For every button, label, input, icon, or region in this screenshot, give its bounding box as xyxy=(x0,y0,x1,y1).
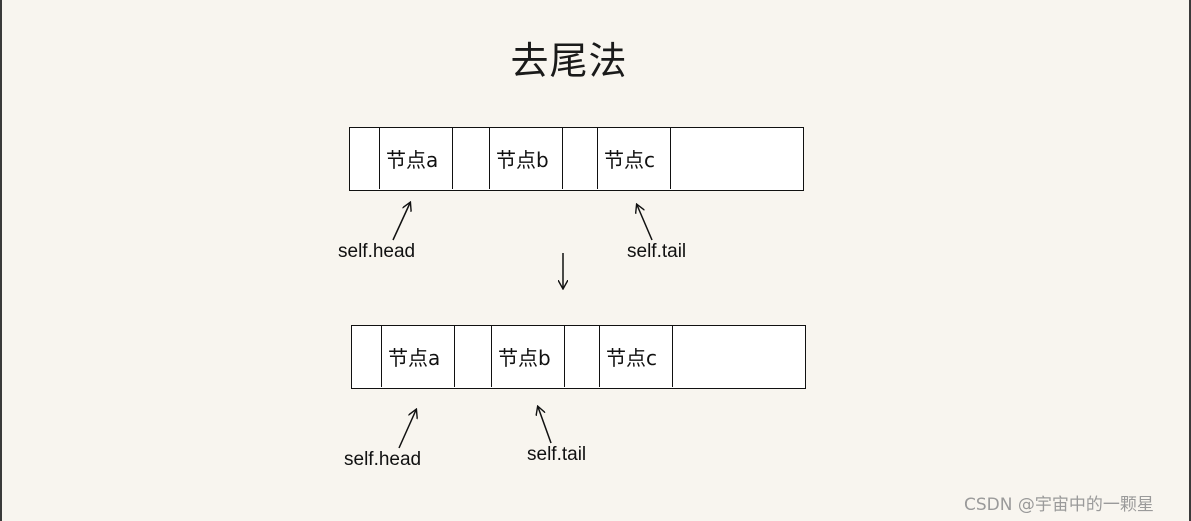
node-b-before: 节点b xyxy=(489,128,563,189)
node-c-before: 节点c xyxy=(597,128,671,189)
head-label-after: self.head xyxy=(344,449,422,470)
node-a-before: 节点a xyxy=(379,128,453,189)
node-c-after: 节点c xyxy=(599,326,673,387)
tail-label-after: self.tail xyxy=(527,444,587,465)
tail-pointer-arrow-before xyxy=(637,205,653,241)
linked-list-before: 节点a 节点b 节点c xyxy=(349,127,804,191)
node-label: 节点c xyxy=(606,346,657,370)
node-a-after: 节点a xyxy=(381,326,455,387)
head-pointer-arrow-before xyxy=(392,203,410,241)
frame-left-border xyxy=(0,0,2,521)
watermark: CSDN @宇宙中的一颗星 xyxy=(964,495,1154,515)
tail-pointer-arrow-after xyxy=(538,407,552,444)
node-label: 节点a xyxy=(386,148,439,172)
frame-right-border xyxy=(1189,0,1191,521)
head-label-before: self.head xyxy=(338,241,416,262)
node-b-after: 节点b xyxy=(491,326,565,387)
node-label: 节点b xyxy=(496,148,549,172)
tail-label-before: self.tail xyxy=(627,241,687,262)
node-label: 节点b xyxy=(498,346,551,370)
linked-list-after: 节点a 节点b 节点c xyxy=(351,325,806,389)
head-pointer-arrow-after xyxy=(398,410,416,449)
node-label: 节点a xyxy=(388,346,441,370)
node-label: 节点c xyxy=(604,148,655,172)
diagram-title: 去尾法 xyxy=(510,39,628,83)
